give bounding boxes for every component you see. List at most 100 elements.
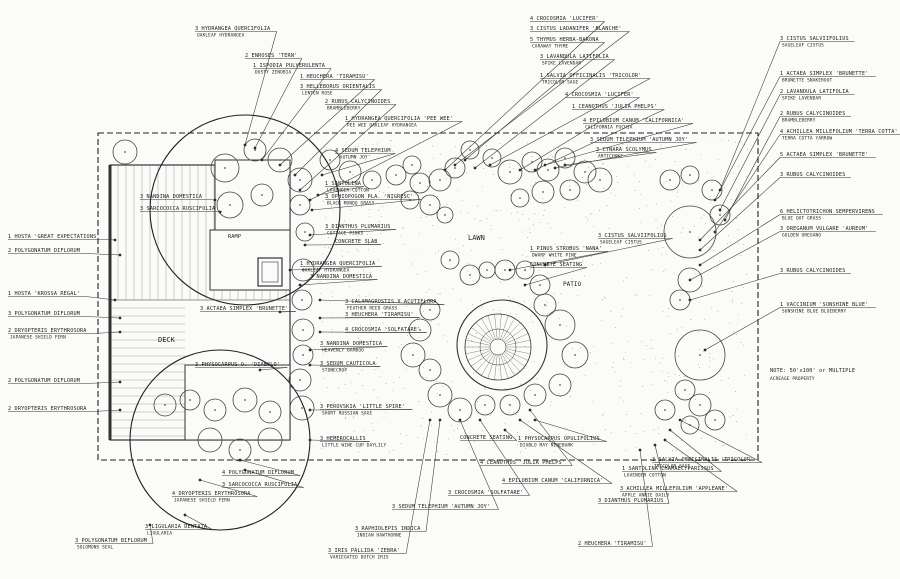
plant-common-name: OAKLEAF HYDRANGEA — [197, 33, 245, 39]
plant-label: 3 LAVANDULA LATIFOLIA — [540, 54, 609, 60]
plant-common-name: SOLOMONS SEAL — [77, 545, 114, 551]
plant-symbol — [258, 400, 282, 424]
plant-label: 1 HYDRANGEA QUERCIFOLIA — [300, 261, 376, 267]
plant-common-name: JAPANESE SHIELD FERN — [10, 335, 66, 341]
plant-label: 1 PHYSOCARPUS OPULIFOLIUS — [518, 436, 600, 442]
plant-common-name: DWARF WHITE PINE — [532, 253, 577, 259]
plant-symbol — [289, 395, 315, 421]
plant-symbol — [153, 393, 177, 417]
leader-line — [317, 186, 365, 196]
leader-line — [679, 419, 763, 463]
leader-line — [474, 59, 615, 169]
plant-symbol — [659, 169, 681, 191]
leader-line — [319, 317, 420, 319]
plant-symbol — [561, 341, 589, 369]
plant-symbol — [460, 140, 480, 160]
plant-symbol — [559, 179, 581, 201]
leader-line — [664, 439, 738, 492]
plant-symbol — [288, 368, 312, 392]
plant-symbol — [419, 194, 441, 216]
plant-label: 3 RAPHIOLEPIS INDICA — [355, 526, 421, 532]
leader-line — [299, 279, 378, 286]
plant-symbol — [292, 344, 314, 366]
plant-common-name: CARAWAY THYME — [532, 44, 569, 50]
plant-label: 3 SEDUM TELEPHIUM 'AUTUMN JOY' — [392, 504, 490, 510]
leader-line — [564, 152, 657, 166]
plant-symbol — [573, 160, 597, 184]
plant-symbol — [287, 167, 313, 193]
plant-symbol — [362, 170, 382, 190]
plant-common-name: BRUNETTE SNAKEROOT — [782, 78, 832, 84]
plant-symbol — [385, 164, 407, 186]
plant-label: 2 DRYOPTERIS ERYTHROSORA — [8, 406, 87, 412]
leader-line — [459, 419, 499, 510]
plant-symbol — [554, 147, 576, 169]
leader-line — [319, 299, 445, 305]
leader-line — [254, 58, 303, 149]
leader-line — [724, 116, 781, 221]
plant-label: 4 CROCOSMIA 'SOLFATARE' — [345, 327, 420, 333]
plant-label: 4 DRYOPTERIS ERYTHROSORA — [172, 491, 251, 497]
plant-symbol — [709, 204, 731, 226]
lawn-label: LAWN — [468, 234, 485, 242]
plant-common-name: BLUE OAT GRASS — [782, 216, 821, 222]
plant-symbol — [436, 206, 454, 224]
leader-line — [309, 409, 413, 411]
plant-symbol — [587, 167, 613, 193]
leader-line — [554, 142, 697, 169]
plant-symbol — [428, 168, 452, 192]
plant-common-name: SPIKE LAVENDAR — [782, 96, 821, 102]
plant-symbol — [440, 250, 460, 270]
plant-label: 3 PHYSOCARPUS O. 'DIABOLO' — [195, 362, 280, 368]
leader-line — [86, 316, 121, 319]
leader-line — [309, 364, 381, 367]
plant-common-name: SAGELEAF CISTUS — [600, 240, 642, 246]
plant-common-name: LITTLE WINE CUP DAYLILY — [322, 443, 386, 449]
plant-label: 3 SARCOCOCCA RUSCIFOLIA — [222, 482, 298, 488]
plant-common-name: COTTAGE PINKS — [327, 231, 364, 237]
plant-common-name: BRAMBLEBERRY — [327, 106, 361, 112]
plant-symbol — [674, 329, 726, 381]
plant-common-name: ARTICHOKE — [598, 154, 623, 160]
plant-common-name: CALIFORNIA FUCHIA — [585, 125, 633, 131]
leader-line — [699, 214, 781, 266]
leader-line — [289, 266, 382, 271]
plant-label: 1 ACTAEA SIMPLEX 'BRUNETTE' — [780, 71, 868, 77]
plant-symbol — [680, 165, 700, 185]
patio — [456, 299, 548, 391]
plant-symbol — [654, 399, 676, 421]
deck-label: DECK — [158, 336, 176, 344]
plant-symbol — [510, 188, 530, 208]
plant-symbol — [444, 157, 466, 179]
patio-label: PATIO — [563, 281, 581, 288]
plant-label: 6 HELICTOTRICHON SEMPERVIRENS — [780, 209, 875, 215]
plant-common-name: LAVENDER COTTON — [327, 188, 369, 194]
plant-label: 3 SALVIA OFFICINALIS 'TRICOLOR' — [652, 457, 753, 463]
plant-symbol — [515, 260, 535, 280]
plant-label: 4 EPILOBIUM CANUM 'CALIFORNICA' — [502, 478, 603, 484]
plant-symbol — [400, 190, 420, 210]
plant-label: 2 LAVANDULA LATIFOLIA — [780, 89, 849, 95]
plant-label: 2 DRYOPTERIS ERYTHROSORA — [8, 328, 87, 334]
plant-label: 3 DIANTHUS PLUMARIUS — [598, 498, 663, 504]
plant-symbol — [232, 387, 258, 413]
plant-symbol — [197, 427, 223, 453]
plant-label: 3 NANDINA DOMESTICA — [140, 194, 203, 200]
leader-line — [639, 449, 653, 547]
plant-label: 3 POLYGONATUM DIFLORUM — [8, 311, 80, 317]
plant-symbol — [531, 180, 555, 204]
plant-label: 3 CROCOSMIA 'SOLFATARE' — [448, 490, 523, 496]
plant-label: 4 SEDUM TELEPHIUM — [335, 148, 391, 154]
plant-common-name: APPLE ANNIE DAILY — [622, 493, 670, 499]
plant-symbol — [523, 383, 547, 407]
leader-line — [244, 469, 304, 488]
plant-label: 3 RUBUS CALYCINOIDES — [780, 172, 845, 178]
plant-label: 3 ACTAEA SIMPLEX 'BRUNETTE' — [200, 306, 288, 312]
plant-label: 3 CISTUS LADANIFER 'BLANCHE' — [530, 26, 622, 32]
plant-common-name: TRICOLOR SAGE — [542, 80, 579, 86]
plant-label: 3 HELLEBORUS ORIENTALIS — [300, 84, 375, 90]
plant-label: 2 POLYGONATUM DIFLORUM — [8, 378, 80, 384]
property-boundary — [97, 132, 759, 461]
plant-symbol — [216, 191, 244, 219]
plant-symbol — [419, 299, 441, 321]
